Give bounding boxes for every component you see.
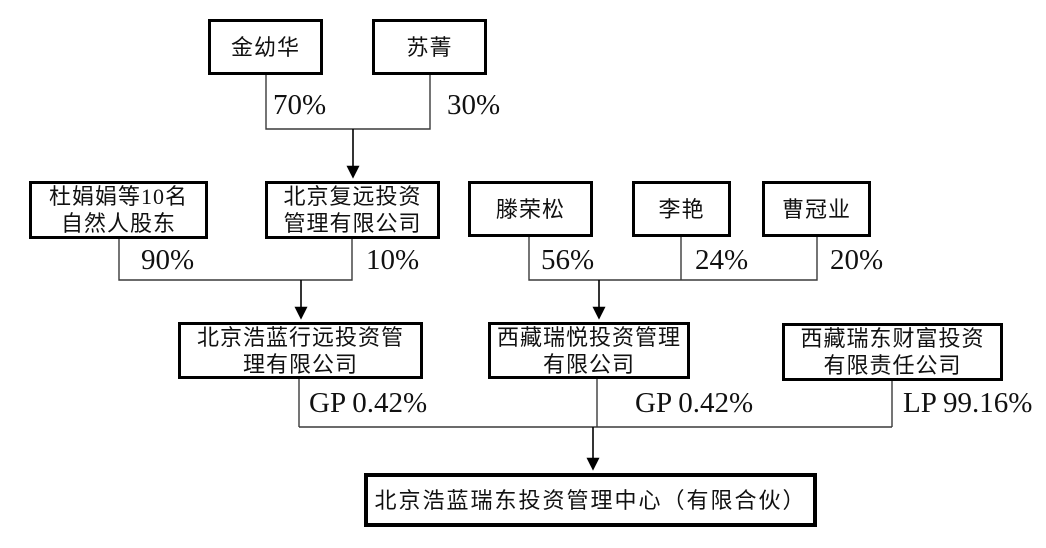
node-beijing-haolan-xingyuan: 北京浩蓝行远投资管 理有限公司: [178, 322, 423, 379]
node-xizang-ruiyue: 西藏瑞悦投资管理 有限公司: [488, 322, 690, 379]
ownership-label-liyan-24: 24%: [695, 244, 749, 276]
ownership-label-gp-left: GP 0.42%: [309, 387, 428, 419]
ownership-label-fuyuan-10: 10%: [366, 244, 420, 276]
ownership-label-teng-56: 56%: [541, 244, 595, 276]
node-li-yan: 李艳: [632, 181, 731, 237]
node-du-juanjuan-shareholders: 杜娟娟等10名 自然人股东: [29, 181, 208, 239]
ownership-label-gp-middle: GP 0.42%: [635, 387, 754, 419]
node-xizang-ruidong: 西藏瑞东财富投资 有限责任公司: [782, 323, 1003, 381]
node-teng-rongsong: 滕荣松: [468, 181, 593, 237]
node-jin-youhua: 金幼华: [208, 19, 323, 75]
node-beijing-fuyuan: 北京复远投资 管理有限公司: [265, 181, 440, 239]
node-cao-guanye: 曹冠业: [762, 181, 871, 237]
ownership-label-jin-70: 70%: [273, 89, 327, 121]
ownership-label-du-90: 90%: [141, 244, 195, 276]
ownership-label-su-30: 30%: [447, 89, 501, 121]
ownership-label-cao-20: 20%: [830, 244, 884, 276]
ownership-label-lp-right: LP 99.16%: [903, 387, 1033, 419]
node-su-jing: 苏菁: [372, 19, 487, 75]
node-beijing-haolan-ruidong-partnership: 北京浩蓝瑞东投资管理中心（有限合伙）: [364, 473, 817, 527]
